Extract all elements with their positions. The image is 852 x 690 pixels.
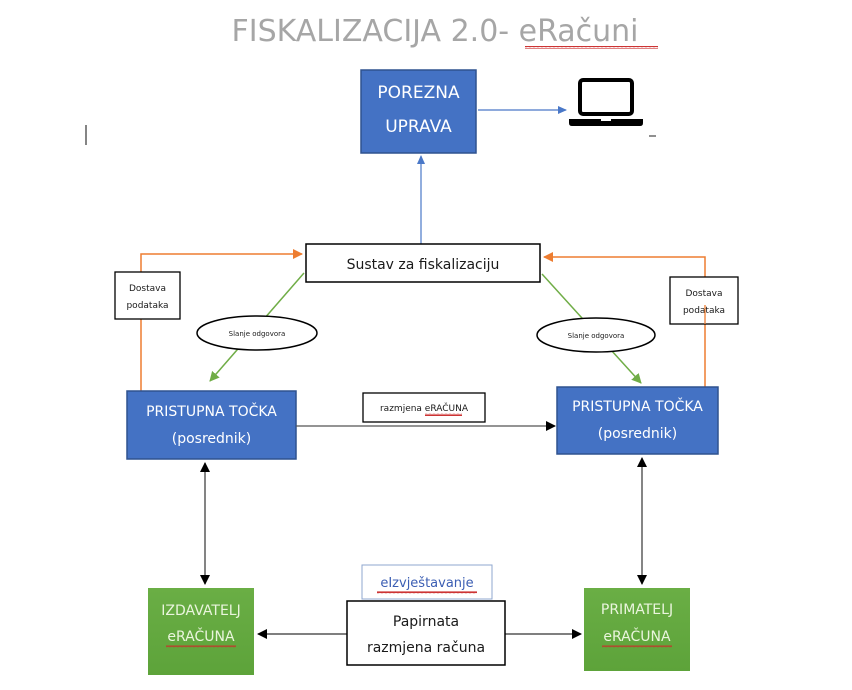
pristupna-right-line2: (posrednik) [598, 426, 678, 442]
edge-dostava-right [543, 252, 706, 387]
papirnata-line2: razmjena računa [367, 640, 485, 656]
label-slanje-odgovora-right: Slanje odgovora [536, 317, 656, 353]
spellcheck-underline [525, 46, 658, 49]
laptop-icon [569, 78, 643, 126]
pristupna-left-line2: (posrednik) [172, 431, 252, 447]
label-slanje-odgovora-left: Slanje odgovora [196, 315, 318, 351]
razmjena-text: razmjena eRAČUNA [380, 402, 469, 414]
primatelj-line1: PRIMATELJ [601, 602, 673, 618]
edge-dostava-left [140, 249, 303, 391]
node-porezna-uprava[interactable]: POREZNA UPRAVA [360, 69, 477, 154]
dostava-left-line2: podataka [126, 301, 168, 311]
porezna-uprava-line1: POREZNA [377, 83, 460, 103]
spellcheck-underline [425, 413, 462, 416]
node-dostava-podataka-left[interactable]: Dostava podataka [114, 271, 181, 320]
papirnata-line1: Papirnata [393, 614, 459, 630]
pristupna-right-line1: PRISTUPNA TOČKA [572, 397, 703, 415]
node-primatelj-eracuna[interactable]: PRIMATELJ eRAČUNA [584, 588, 690, 671]
slanje-right-text: Slanje odgovora [568, 332, 625, 340]
diagram-title: FISKALIZACIJA 2.0- eRačuni [231, 14, 638, 49]
dostava-right-line2: podataka [683, 306, 725, 316]
slanje-left-text: Slanje odgovora [229, 330, 286, 338]
node-papirnata-razmjena-racuna[interactable]: Papirnata razmjena računa [346, 600, 506, 666]
node-pristupna-tocka-right[interactable]: PRISTUPNA TOČKA (posrednik) [556, 386, 719, 455]
dostava-left-line1: Dostava [129, 284, 166, 294]
spellcheck-underline [602, 645, 672, 648]
porezna-uprava-line2: UPRAVA [385, 117, 452, 137]
label-eizvjestavanje[interactable]: eIzvještavanje [361, 564, 493, 600]
node-izdavatelj-eracuna[interactable]: IZDAVATELJ eRAČUNA [148, 588, 254, 675]
label-razmjena-eracuna: razmjena eRAČUNA [362, 392, 486, 423]
node-dostava-podataka-right[interactable]: Dostava podataka [669, 276, 739, 325]
node-sustav-za-fiskalizaciju[interactable]: Sustav za fiskalizaciju [305, 243, 541, 283]
izdavatelj-line2: eRAČUNA [167, 627, 235, 645]
node-pristupna-tocka-left[interactable]: PRISTUPNA TOČKA (posrednik) [126, 390, 297, 460]
izdavatelj-line1: IZDAVATELJ [161, 603, 240, 619]
eizvjestavanje-text: eIzvještavanje [380, 576, 473, 591]
spellcheck-underline [377, 591, 477, 594]
spellcheck-underline [166, 645, 236, 648]
pristupna-left-line1: PRISTUPNA TOČKA [146, 402, 277, 420]
dostava-right-line1: Dostava [685, 289, 722, 299]
primatelj-line2: eRAČUNA [603, 627, 671, 645]
sustav-label: Sustav za fiskalizaciju [347, 257, 500, 273]
